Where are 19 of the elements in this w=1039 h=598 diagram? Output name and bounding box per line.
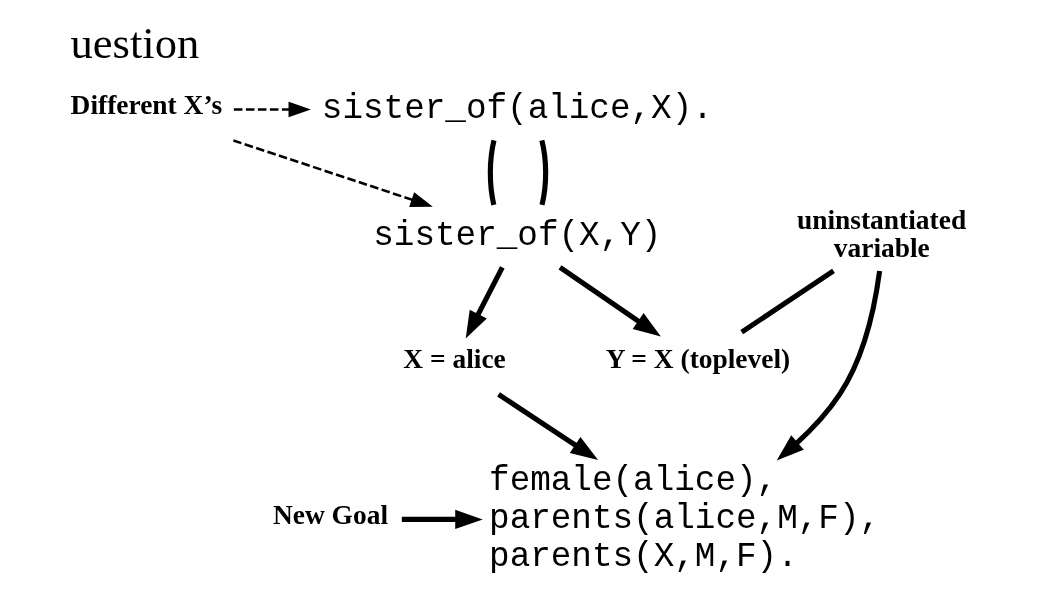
node-text: New Goal (272, 500, 389, 531)
arrow (558, 265, 661, 337)
node-text: sister_of(X,Y) (373, 215, 662, 255)
arrow (465, 266, 505, 339)
arrow (497, 392, 599, 461)
connector (487, 139, 497, 206)
node-text: Y = X (toplevel) (605, 344, 791, 375)
arrow (233, 101, 311, 118)
node-text: female(alice), parents(alice,M,F), parents(X,M,F). (489, 461, 881, 576)
connector (539, 139, 549, 206)
node-text: Different X’s (70, 90, 223, 121)
arrow (401, 509, 483, 529)
diagram-title: uestion (70, 17, 200, 68)
node-text: uninstantiated variable (796, 205, 967, 263)
arrow (776, 270, 883, 461)
connector (740, 268, 835, 335)
node-text: sister_of(alice,X). (321, 89, 713, 129)
node-text: X = alice (403, 344, 506, 375)
arrow (233, 139, 433, 208)
